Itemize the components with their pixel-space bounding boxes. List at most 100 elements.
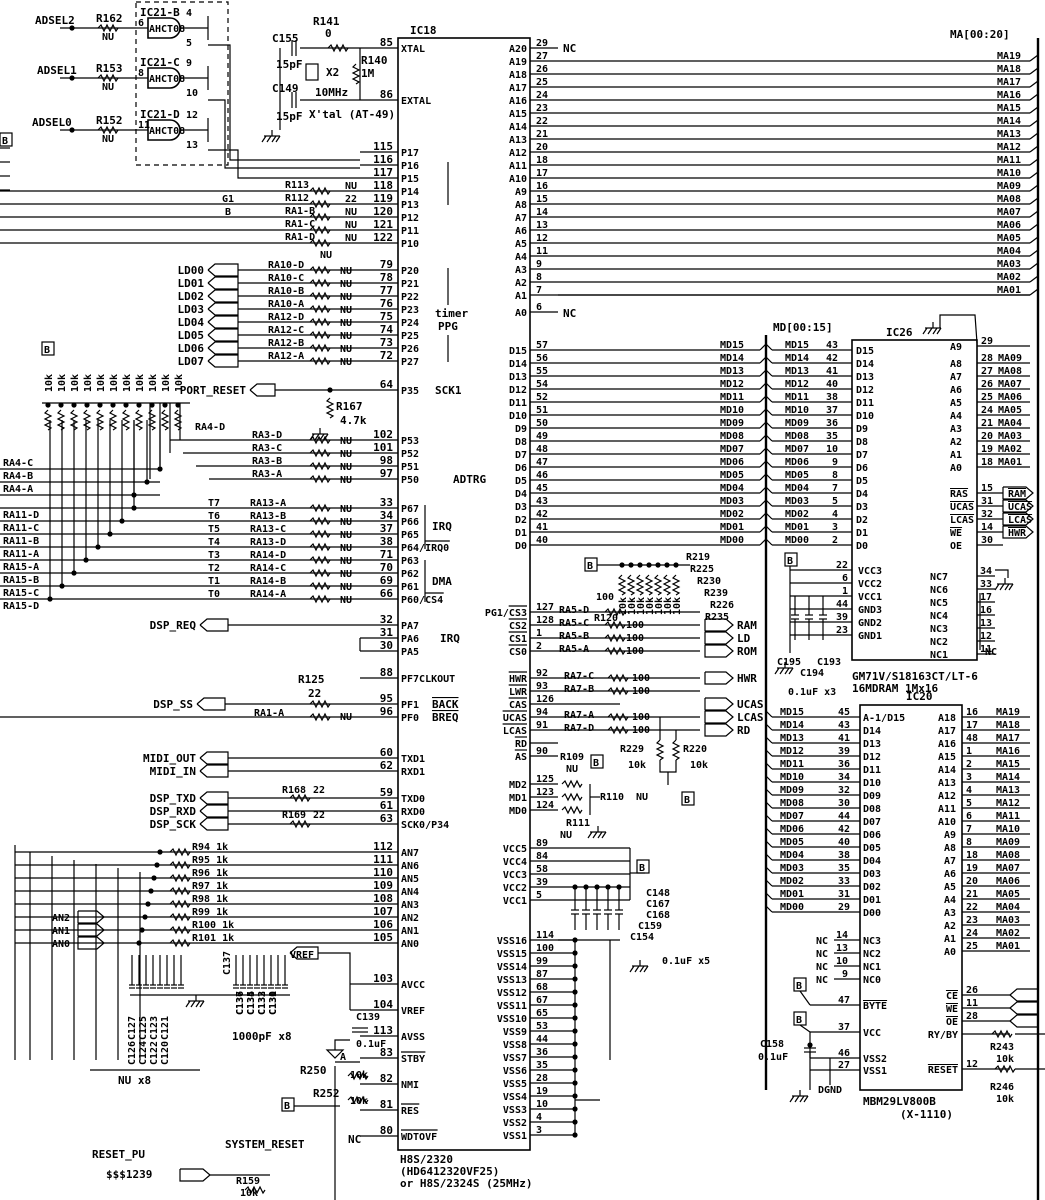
ic18-right-pin-number: 1 (536, 628, 542, 639)
dsp-rxd-symbol (199, 804, 229, 818)
ic18-right-pin-number: 127 (536, 602, 554, 613)
bus-entry (765, 840, 773, 848)
ic20-md-net: MD14 (780, 720, 804, 731)
ic20-data-pin-num: 41 (838, 733, 850, 744)
ic18-right-pin-number: 39 (536, 877, 548, 888)
ground-hatch (794, 1095, 800, 1103)
ic20-nc-pin-num: 13 (836, 943, 848, 954)
r140-resistor (351, 63, 361, 85)
ic18-left-pin-number: 30 (380, 639, 393, 652)
ic18-left-pin-number: 122 (373, 231, 393, 244)
ic20-addr-pin-name: A13 (938, 778, 956, 789)
ic18-left-pin-name: AN3 (401, 900, 419, 911)
port6-res-ref: RA14-B (250, 576, 286, 587)
ic18-left-pin-name: P10 (401, 239, 419, 250)
ic18-right-pin-name: D1 (515, 528, 527, 539)
r246-ref: R246 (990, 1082, 1014, 1093)
ic20-data-pin-name: D03 (863, 869, 881, 880)
ic20-ctrl-right-name: CE (946, 991, 958, 1002)
cs-pullup (644, 574, 654, 596)
pullup-value: 10k (135, 374, 146, 392)
junction-dot (162, 402, 168, 408)
ic20-addr-pin-num: 5 (966, 798, 972, 809)
ic20-addr-net: MA02 (996, 928, 1020, 939)
bus-entry (759, 343, 767, 351)
junction-dot (97, 402, 103, 408)
cs-pullup-value: 10k (654, 597, 665, 615)
r220-ref: R220 (683, 744, 707, 755)
ic20-addr-pin-num: 2 (966, 759, 972, 770)
cs-pullup-value: 10k (645, 597, 656, 615)
ground-hatch (601, 831, 607, 839)
port-label: HWR (737, 672, 757, 685)
cs-resistor (604, 633, 626, 643)
ic20-addr-pin-name: A5 (944, 882, 956, 893)
r225-ref: R225 (690, 564, 714, 575)
ic20-md-net: MD03 (780, 863, 804, 874)
cs-res-value: 100 (626, 620, 644, 631)
port6-res-value: NU (340, 504, 352, 515)
ma-net-label: MA13 (997, 129, 1021, 140)
ic18-right-pin-number: 9 (536, 259, 542, 270)
bus-entry (765, 762, 773, 770)
port5-res-value: NU (340, 462, 352, 473)
ic20-addr-net: MA07 (996, 863, 1020, 874)
ic18-right-pin-number: 114 (536, 930, 554, 941)
cs-resistor (604, 620, 626, 630)
port-label: RD (737, 724, 751, 737)
ic18-left-pin-name: P60/CS4 (401, 595, 443, 606)
ic26-pwr-pin-num: 22 (836, 560, 848, 571)
and-gate-symbol (147, 119, 181, 141)
ma-net-label: MA09 (997, 181, 1021, 192)
port6-left-label: RA15-C (3, 588, 39, 599)
r252-value: 10k (350, 1096, 368, 1107)
pullup-value: 10k (96, 374, 107, 392)
ic20-addr-pin-num: 20 (966, 876, 978, 887)
ic26-a9-wire (939, 314, 978, 344)
ic20-addr-pin-name: A11 (938, 804, 956, 815)
ic18-right-pin-number: 6 (536, 302, 542, 313)
ic18-left-pin-number: 117 (373, 166, 393, 179)
ic20-data-pin-name: D07 (863, 817, 881, 828)
ic26-ctrl-pin-name: UCAS (950, 502, 974, 513)
port1-resistor (309, 186, 331, 196)
ic26-data-pin-name: D6 (856, 463, 868, 474)
ic18-left-pin-number: 32 (380, 613, 393, 626)
ic18-right-pin-number: 15 (536, 194, 548, 205)
ld-resistor (309, 304, 331, 314)
r243-value: 10k (996, 1054, 1014, 1065)
port-label: LD07 (178, 355, 205, 368)
ic18-right-pin-name: VSS2 (503, 1118, 527, 1129)
port-label: DSP_RXD (150, 805, 197, 818)
ic18-right-pin-name: LWR (509, 687, 528, 698)
ma-net-label: MA12 (997, 142, 1021, 153)
gate-to-p16 (208, 99, 360, 169)
rw-output-symbol (704, 697, 734, 711)
ic20-data-pin-num: 33 (838, 876, 850, 887)
ic18-left-pin-name: P35 (401, 386, 419, 397)
port6-left-label: RA15-B (3, 575, 39, 586)
ic18-right-pin-name: D3 (515, 502, 527, 513)
an-input-label: AN2 (52, 913, 70, 924)
bus-entry (765, 879, 773, 887)
ground-hatch (999, 583, 1005, 591)
md-net-label: MD08 (720, 431, 744, 442)
ic18-left-pin-number: 106 (373, 918, 393, 931)
ic20-addr-net: MA05 (996, 889, 1020, 900)
ic20-addr-pin-name: A10 (938, 817, 956, 828)
ic20-addr-pin-num: 21 (966, 889, 978, 900)
pullup-resistor (95, 409, 105, 431)
ic26-ctrl-pin-num: 15 (981, 483, 993, 494)
junction-dot (47, 596, 53, 602)
ic20-addr-pin-num: 48 (966, 733, 978, 744)
ic26-ctrl-pin-num: 31 (981, 496, 993, 507)
a0-nc: NC (563, 307, 576, 320)
pullup-value: 10k (44, 374, 55, 392)
junction-dot (157, 849, 163, 855)
cs-pullup-value: 10k (672, 597, 683, 615)
ic18-left-pin-name: PF7CLKOUT (401, 674, 455, 685)
gate-in-pin: 6 (138, 18, 144, 29)
b-power-box (281, 1097, 295, 1112)
port6-left-label: RA15-A (3, 562, 39, 573)
r219-ref: R219 (686, 552, 710, 563)
